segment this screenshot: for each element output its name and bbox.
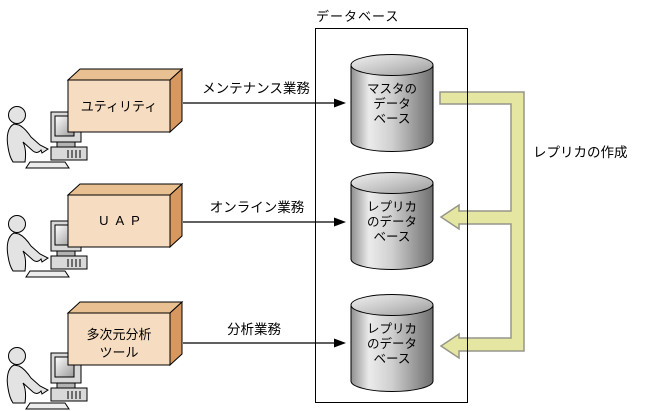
cylinder-replica-database-2: レプリカ のデータ ベース <box>350 294 434 392</box>
flow-arrow-maintenance: メンテナンス業務 <box>183 81 346 108</box>
cylinder-master-database: マスタの データ ベース <box>350 54 434 152</box>
app-box-uap-label: UAP <box>99 213 147 228</box>
master-db-label-2: データ <box>373 96 411 111</box>
replica2-db-label-2: のデータ <box>367 336 417 351</box>
app-box-multidim-label-1: 多次元分析 <box>86 327 151 342</box>
app-box-uap: UAP <box>67 183 183 248</box>
replica-creation-label: レプリカの作成 <box>533 145 628 160</box>
replica1-db-label-3: ベース <box>374 230 411 244</box>
app-box-utility: ユティリティ <box>67 68 183 133</box>
database-boundary-label: データベース <box>316 9 399 24</box>
replica1-db-label-2: のデータ <box>367 214 417 229</box>
replica2-db-label-3: ベース <box>374 352 411 366</box>
master-db-label-3: ベース <box>374 112 411 126</box>
cylinder-replica-database-1: レプリカ のデータ ベース <box>350 172 434 270</box>
app-box-utility-label: ユティリティ <box>81 99 157 114</box>
flow-label-online: オンライン業務 <box>210 200 305 215</box>
database-boundary <box>315 28 468 403</box>
flow-arrow-analysis: 分析業務 <box>183 322 346 348</box>
app-box-multidim: 多次元分析 ツール <box>67 301 183 366</box>
flow-label-maintenance: メンテナンス業務 <box>202 81 310 96</box>
flow-arrow-online: オンライン業務 <box>183 200 346 227</box>
replica2-db-label-1: レプリカ <box>367 322 417 336</box>
replica-creation-arrow <box>439 91 525 360</box>
replica1-db-label-1: レプリカ <box>367 200 417 214</box>
flow-label-analysis: 分析業務 <box>227 322 281 337</box>
app-box-multidim-label-2: ツール <box>99 345 138 360</box>
master-db-label-1: マスタの <box>367 82 417 96</box>
